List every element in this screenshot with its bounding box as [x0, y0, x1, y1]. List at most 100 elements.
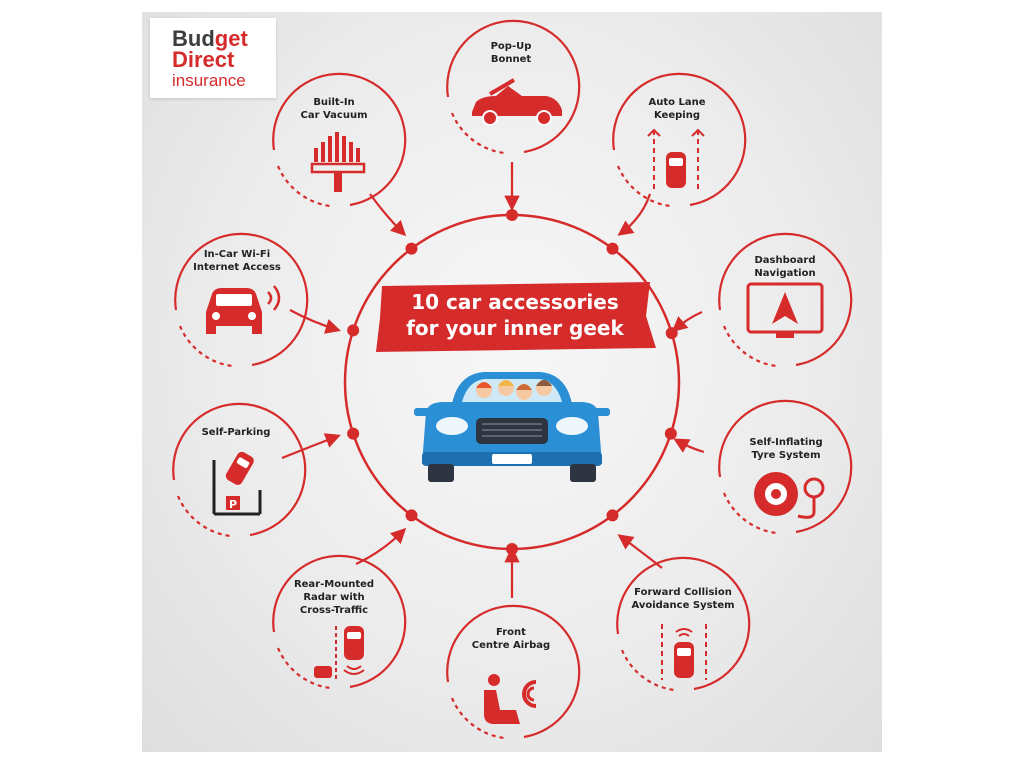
wifi-car-icon: [206, 285, 281, 334]
label-forward-collision: Forward Collision Avoidance System: [631, 587, 735, 611]
connector-arrow: [281, 433, 341, 460]
feature-ring: [174, 232, 309, 367]
car-top: [666, 152, 686, 188]
headlight: [212, 312, 220, 320]
mirror-left: [414, 408, 430, 416]
vacuum-icon: [310, 132, 366, 192]
passenger-hair: [498, 380, 514, 386]
head: [488, 674, 500, 686]
connector-arrow: [617, 534, 663, 569]
parking-sign-text: P: [229, 498, 237, 511]
passenger-hair: [536, 380, 552, 386]
logo-line-3: insurance: [172, 71, 246, 90]
seat-body: [484, 690, 520, 724]
logo-line-1: Budget: [172, 26, 248, 51]
connector-arrow: [369, 193, 407, 237]
parking-car: [225, 451, 254, 485]
tyre-left: [428, 464, 454, 482]
sign-box: [226, 496, 240, 510]
radar-waves: [343, 665, 365, 675]
label-in-car-wifi: In-Car Wi-Fi Internet Access: [193, 249, 281, 273]
headlight-right: [556, 417, 588, 435]
connector-arrow: [355, 527, 407, 565]
label-dashboard-navigation: Dashboard Navigation: [754, 255, 816, 279]
title-line-2: for your inner geek: [406, 316, 624, 340]
vacuum-bar: [321, 142, 325, 162]
ring-dot: [347, 427, 360, 440]
airbag-outer: [522, 680, 537, 708]
feature-ring: [616, 556, 751, 691]
car-front: [206, 288, 262, 326]
hose: [797, 497, 816, 519]
number-plate: [492, 454, 532, 464]
airbag-inner: [526, 686, 535, 702]
sensor-waves: [675, 628, 693, 637]
headlight: [248, 312, 256, 320]
vacuum-bar: [314, 148, 318, 162]
headlight-left: [436, 417, 468, 435]
car-body: [472, 86, 562, 116]
vacuum-bar: [342, 136, 346, 162]
vacuum-bar: [356, 148, 360, 162]
collision-sensor-icon: [661, 624, 707, 680]
label-pop-up-bonnet: Pop-Up Bonnet: [490, 41, 532, 65]
feature-ring-dashed: [276, 647, 331, 690]
label-self-parking: Self-Parking: [201, 427, 271, 438]
logo-line-2: Direct: [172, 47, 235, 72]
rear-radar-icon: [314, 626, 365, 682]
diagram-canvas: P: [172, 19, 853, 740]
ring-dot: [606, 509, 619, 522]
vacuum-bar: [349, 142, 353, 162]
wheel: [482, 110, 498, 126]
car-top: [674, 642, 694, 678]
feature-ring: [612, 72, 747, 207]
feature-ring-dashed: [178, 325, 233, 368]
lane-keeping-icon: [647, 128, 705, 190]
title-banner: 10 car accessories for your inner geek: [370, 282, 660, 352]
feature-ring: [718, 399, 853, 534]
feature-ring: [446, 19, 581, 154]
vacuum-handle: [334, 172, 342, 192]
bonnet: [488, 78, 516, 96]
passenger-hair: [476, 382, 492, 388]
feature-ring-dashed: [722, 492, 777, 535]
stand: [776, 332, 794, 338]
feature-ring: [272, 72, 407, 207]
vacuum-nozzle: [310, 162, 366, 174]
connector-arrow: [671, 310, 703, 333]
budget-direct-logo: Budget Direct insurance: [150, 18, 276, 98]
gauge: [803, 477, 825, 499]
feature-ring: [446, 604, 581, 739]
ring-dot: [347, 324, 360, 337]
title-line-1: 10 car accessories: [411, 290, 619, 314]
feature-ring-dashed: [450, 112, 505, 155]
passenger-hair: [516, 384, 532, 390]
label-front-centre-airbag: Front Centre Airbag: [471, 627, 551, 651]
windscreen: [677, 648, 691, 656]
car-open-bonnet-icon: [472, 78, 562, 126]
wheel: [536, 110, 552, 126]
nav-arrow: [772, 292, 798, 324]
seat-airbag-icon: [484, 674, 537, 724]
feature-ring: [172, 402, 307, 537]
feature-ring-dashed: [620, 649, 675, 692]
wifi-waves: [267, 285, 281, 311]
windscreen: [669, 158, 683, 166]
feature-ring-dashed: [450, 697, 505, 740]
vacuum-bar: [335, 132, 339, 162]
mirror-right: [594, 408, 610, 416]
windscreen: [236, 457, 250, 469]
ring-dot: [405, 509, 418, 522]
feature-ring-dashed: [616, 165, 671, 208]
infographic-panel: P Budget Direct insurance 10 car accesso…: [142, 12, 882, 752]
tyre: [206, 326, 216, 334]
windscreen: [347, 632, 361, 639]
car-top: [225, 451, 254, 485]
car-top: [344, 626, 364, 660]
ring-dot: [405, 242, 418, 255]
connector-arrow: [289, 309, 341, 334]
parking-icon: P: [212, 451, 262, 516]
label-rear-mounted-radar: Rear-Mounted Radar with Cross-Traffic: [293, 579, 375, 616]
hub: [771, 489, 781, 499]
family-car-illustration: [414, 372, 610, 482]
